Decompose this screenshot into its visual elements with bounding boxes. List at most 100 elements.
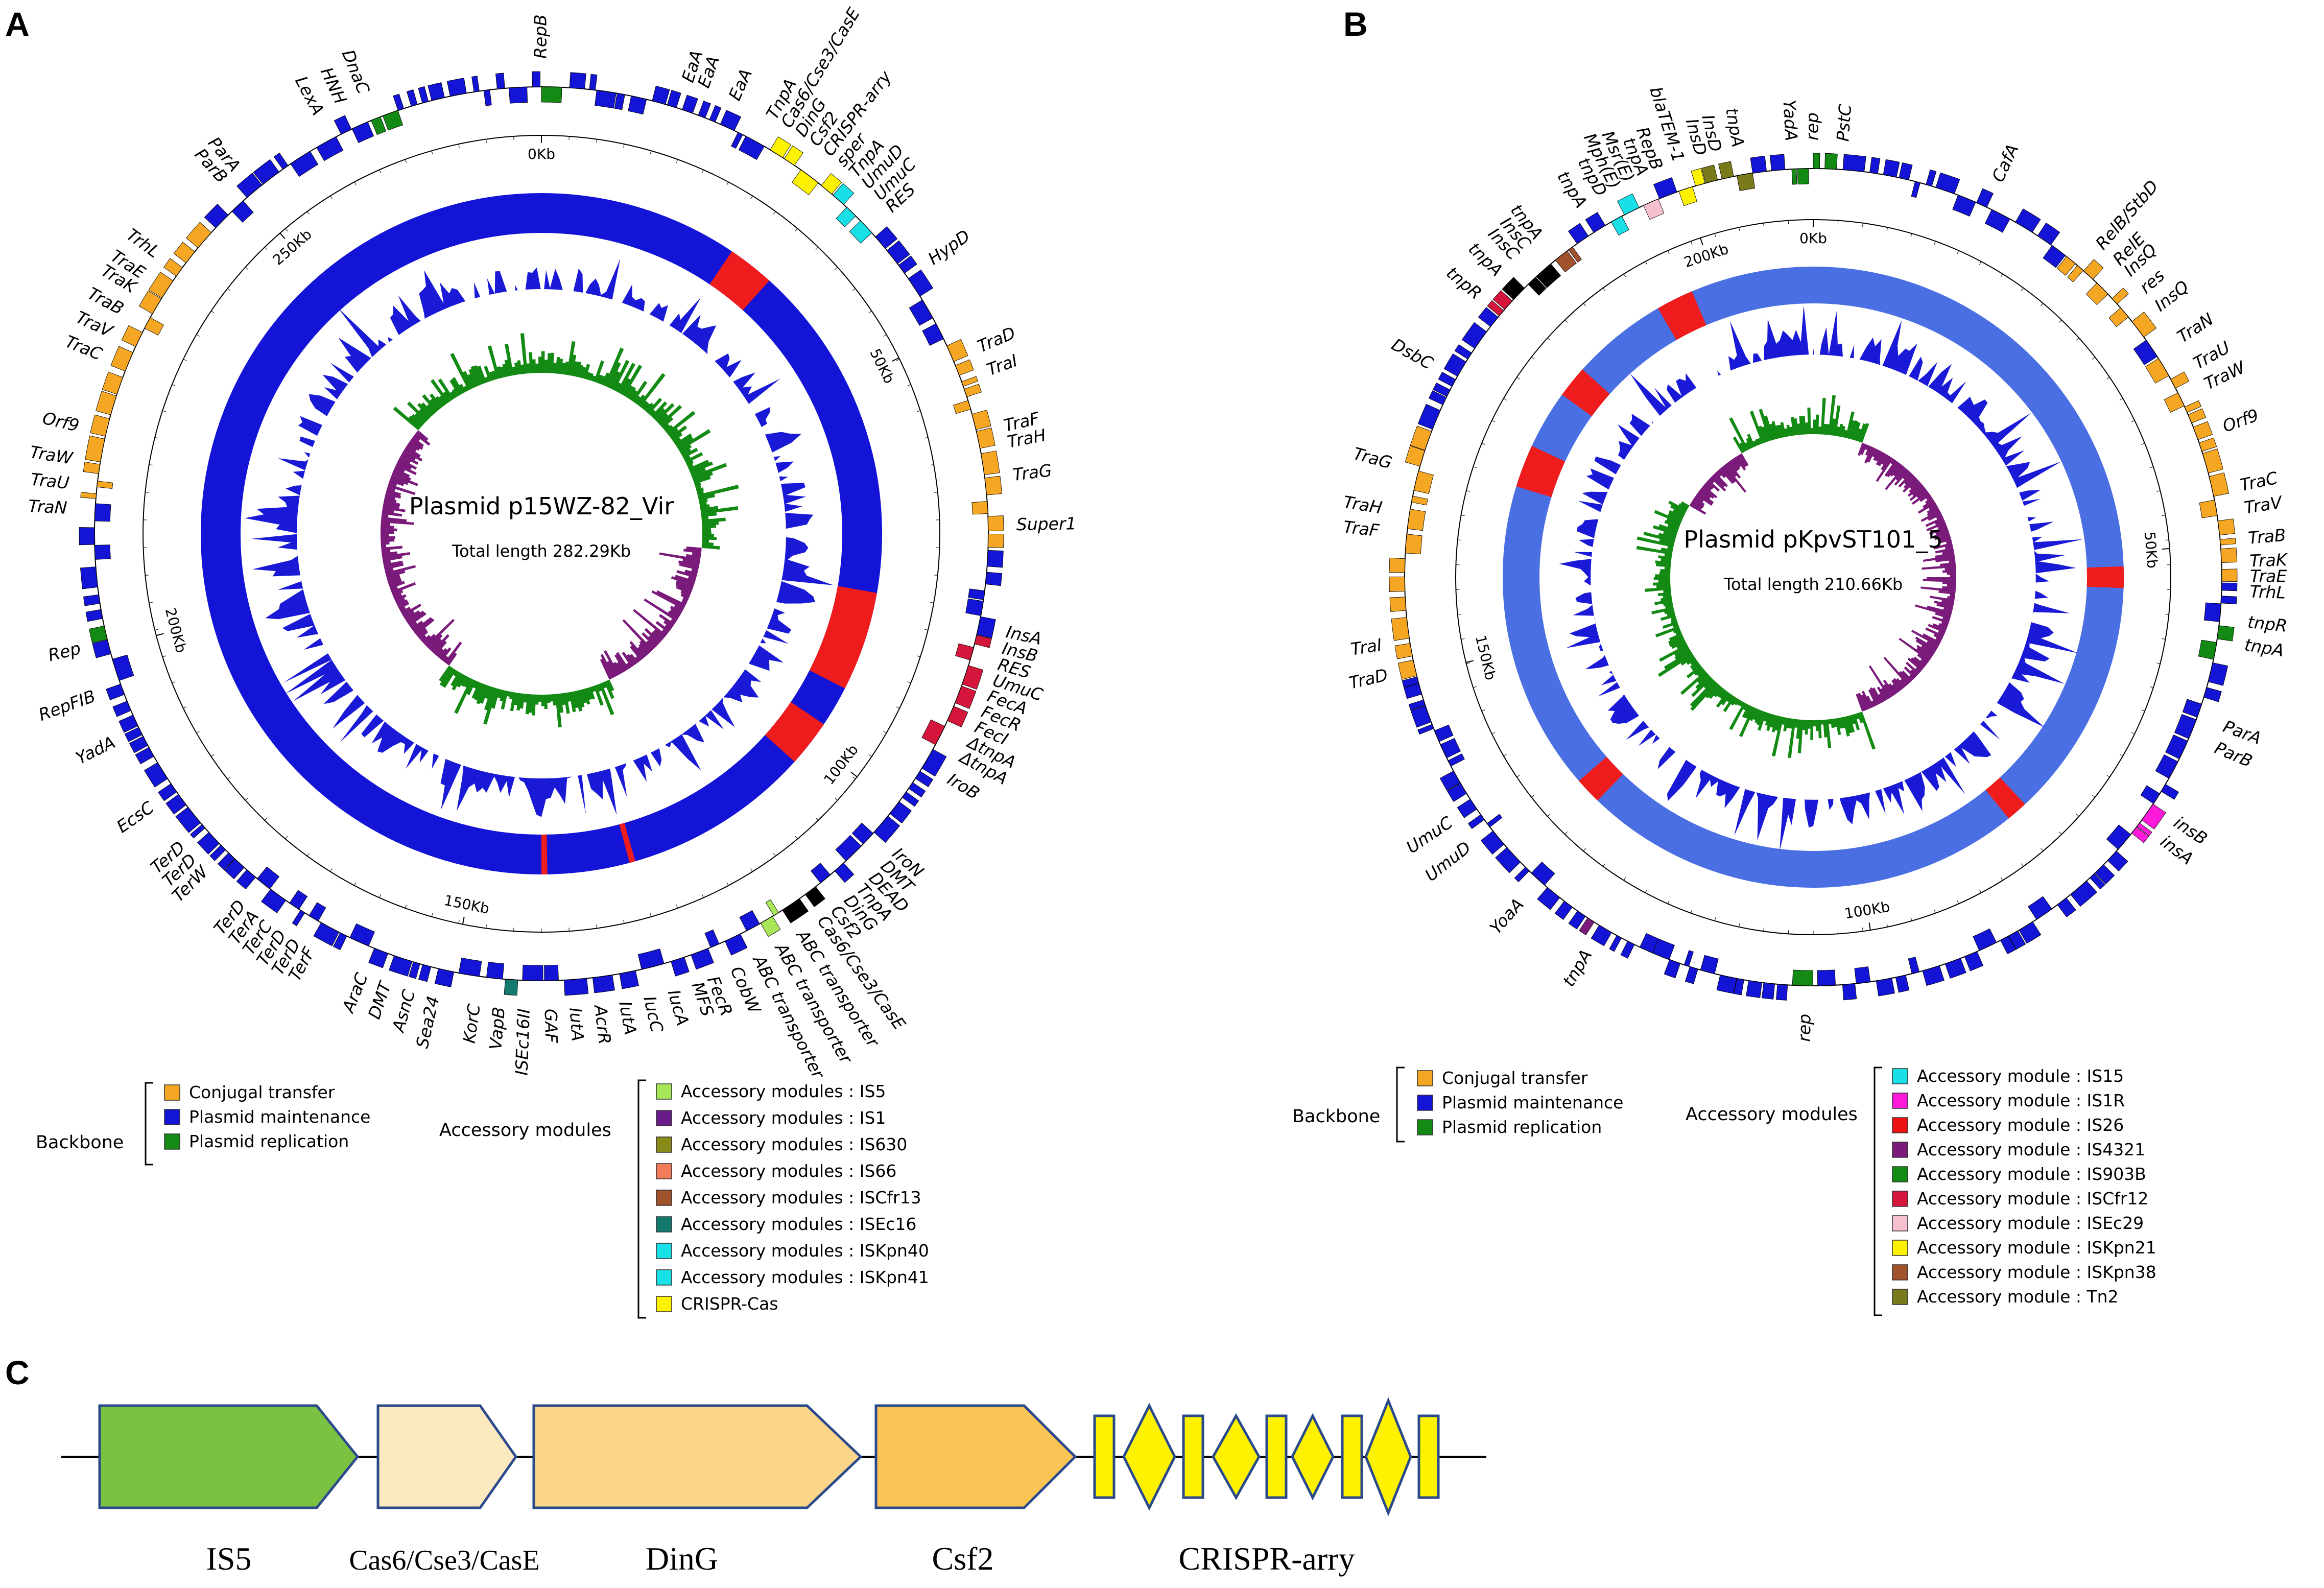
gene-block bbox=[1404, 683, 1422, 699]
gene-label: tnpA bbox=[2243, 635, 2286, 661]
gc-skew-bar bbox=[392, 470, 411, 481]
gc-skew-bar bbox=[517, 360, 522, 375]
gene-block bbox=[253, 159, 279, 185]
kb-minor-tick bbox=[2041, 303, 2044, 306]
gc-skew-bar bbox=[1775, 716, 1782, 731]
gene-block bbox=[1405, 534, 1422, 555]
gc-skew-bar bbox=[643, 402, 650, 411]
kb-minor-tick bbox=[1862, 928, 1863, 932]
kb-tick-mark bbox=[891, 357, 899, 362]
gene-block bbox=[112, 701, 131, 717]
gc-skew-bar bbox=[1915, 667, 1922, 673]
gc-skew-bar bbox=[645, 402, 654, 413]
kb-minor-tick bbox=[431, 151, 433, 155]
gc-skew-bar bbox=[680, 448, 692, 456]
gc-skew-bar bbox=[1860, 443, 1867, 455]
kb-tick-label: 100Kb bbox=[820, 741, 862, 788]
gc-content-b bbox=[1559, 305, 2083, 851]
gc-skew-bar bbox=[1730, 697, 1738, 706]
gc-skew-bar bbox=[1758, 425, 1767, 443]
gene-block bbox=[1908, 957, 1920, 974]
gc-skew-bar bbox=[402, 451, 416, 461]
gene-block bbox=[351, 122, 374, 144]
gc-skew-bar bbox=[514, 362, 519, 375]
gene-block bbox=[1976, 188, 1994, 208]
gc-skew-bar bbox=[1723, 695, 1736, 713]
kb-tick-label: 0Kb bbox=[528, 146, 555, 162]
gc-skew-bar bbox=[1872, 448, 1879, 458]
gene-block bbox=[389, 955, 413, 977]
gene-block bbox=[988, 534, 1004, 548]
gc-skew-bar bbox=[461, 675, 468, 687]
gc-skew-bar bbox=[1658, 533, 1676, 540]
gc-skew-bar bbox=[1729, 702, 1746, 730]
gc-skew-bar bbox=[561, 363, 566, 375]
gc-skew-bar bbox=[1739, 706, 1756, 738]
gene-block bbox=[908, 269, 934, 297]
gc-skew-bar bbox=[1671, 639, 1686, 649]
kb-minor-tick bbox=[1623, 877, 1626, 881]
gene-block bbox=[1417, 404, 1441, 430]
legend-swatch bbox=[1892, 1093, 1908, 1109]
crispr-spacer bbox=[1291, 1413, 1335, 1501]
kb-minor-tick bbox=[1503, 754, 1507, 756]
gc-skew-bar bbox=[1775, 425, 1782, 439]
gc-skew-bar bbox=[1950, 575, 1957, 578]
gc-skew-bar bbox=[1670, 505, 1686, 515]
gc-skew-bar bbox=[501, 690, 508, 709]
gene-block bbox=[2141, 803, 2166, 829]
gc-skew-bar bbox=[691, 467, 706, 477]
gc-skew-bar bbox=[524, 694, 528, 703]
gene-block bbox=[770, 136, 792, 158]
gc-skew-bar bbox=[1838, 717, 1843, 729]
gene-block bbox=[1591, 925, 1612, 946]
gene-track-a bbox=[79, 71, 1004, 996]
gc-skew-bar bbox=[666, 411, 696, 435]
kb-tick-label: 150Kb bbox=[1472, 633, 1499, 682]
legend-label: CRISPR-Cas bbox=[681, 1294, 778, 1314]
kb-minor-tick bbox=[917, 410, 920, 412]
gene-block bbox=[1391, 617, 1410, 641]
is5-gene-arrow bbox=[98, 1404, 360, 1509]
gc-skew-bar bbox=[1659, 644, 1689, 662]
gc-skew-bar bbox=[544, 694, 548, 709]
gc-skew-bar bbox=[638, 373, 666, 407]
gc-skew-bar bbox=[1664, 651, 1692, 670]
gene-block bbox=[2067, 265, 2084, 282]
gene-label: tnpA bbox=[1558, 946, 1596, 990]
gc-skew-bar bbox=[1919, 493, 1931, 502]
gc-skew-bar bbox=[602, 372, 610, 386]
gc-skew-bar bbox=[454, 678, 473, 714]
gc-skew-bar bbox=[393, 468, 410, 478]
gc-skew-bar bbox=[1744, 705, 1753, 719]
kb-tick-mark bbox=[1465, 660, 1474, 663]
kb-tick-label: 200Kb bbox=[1682, 241, 1730, 271]
kb-minor-tick bbox=[145, 575, 149, 576]
gc-skew-bar bbox=[1858, 442, 1865, 456]
gene-block bbox=[953, 400, 971, 414]
gc-skew-bar bbox=[656, 590, 686, 607]
gc-skew-bar bbox=[702, 539, 709, 543]
kb-minor-tick bbox=[815, 817, 819, 821]
gc-skew-bar bbox=[675, 583, 693, 592]
gene-block bbox=[1716, 975, 1737, 994]
gc-skew-bar bbox=[1680, 501, 1690, 508]
gc-skew-bar bbox=[577, 690, 585, 708]
gc-skew-bar bbox=[1654, 510, 1682, 524]
gene-label: IucC bbox=[639, 994, 667, 1034]
gc-skew-bar bbox=[687, 576, 696, 581]
gc-skew-bar bbox=[1941, 600, 1954, 605]
gc-skew-bar bbox=[390, 586, 398, 591]
gc-skew-bar bbox=[1666, 518, 1681, 526]
gc-skew-bar bbox=[686, 460, 694, 466]
gc-skew-bar bbox=[393, 593, 402, 600]
gc-skew-bar bbox=[477, 365, 487, 384]
gc-skew-bar bbox=[399, 606, 406, 612]
gc-skew-bar bbox=[1771, 716, 1784, 757]
gc-skew-bar bbox=[459, 384, 466, 393]
legend-swatch bbox=[1892, 1142, 1908, 1158]
gc-skew-bar bbox=[1937, 537, 1952, 544]
gc-skew-bar bbox=[1678, 503, 1689, 510]
gc-skew-bar bbox=[1739, 453, 1749, 466]
